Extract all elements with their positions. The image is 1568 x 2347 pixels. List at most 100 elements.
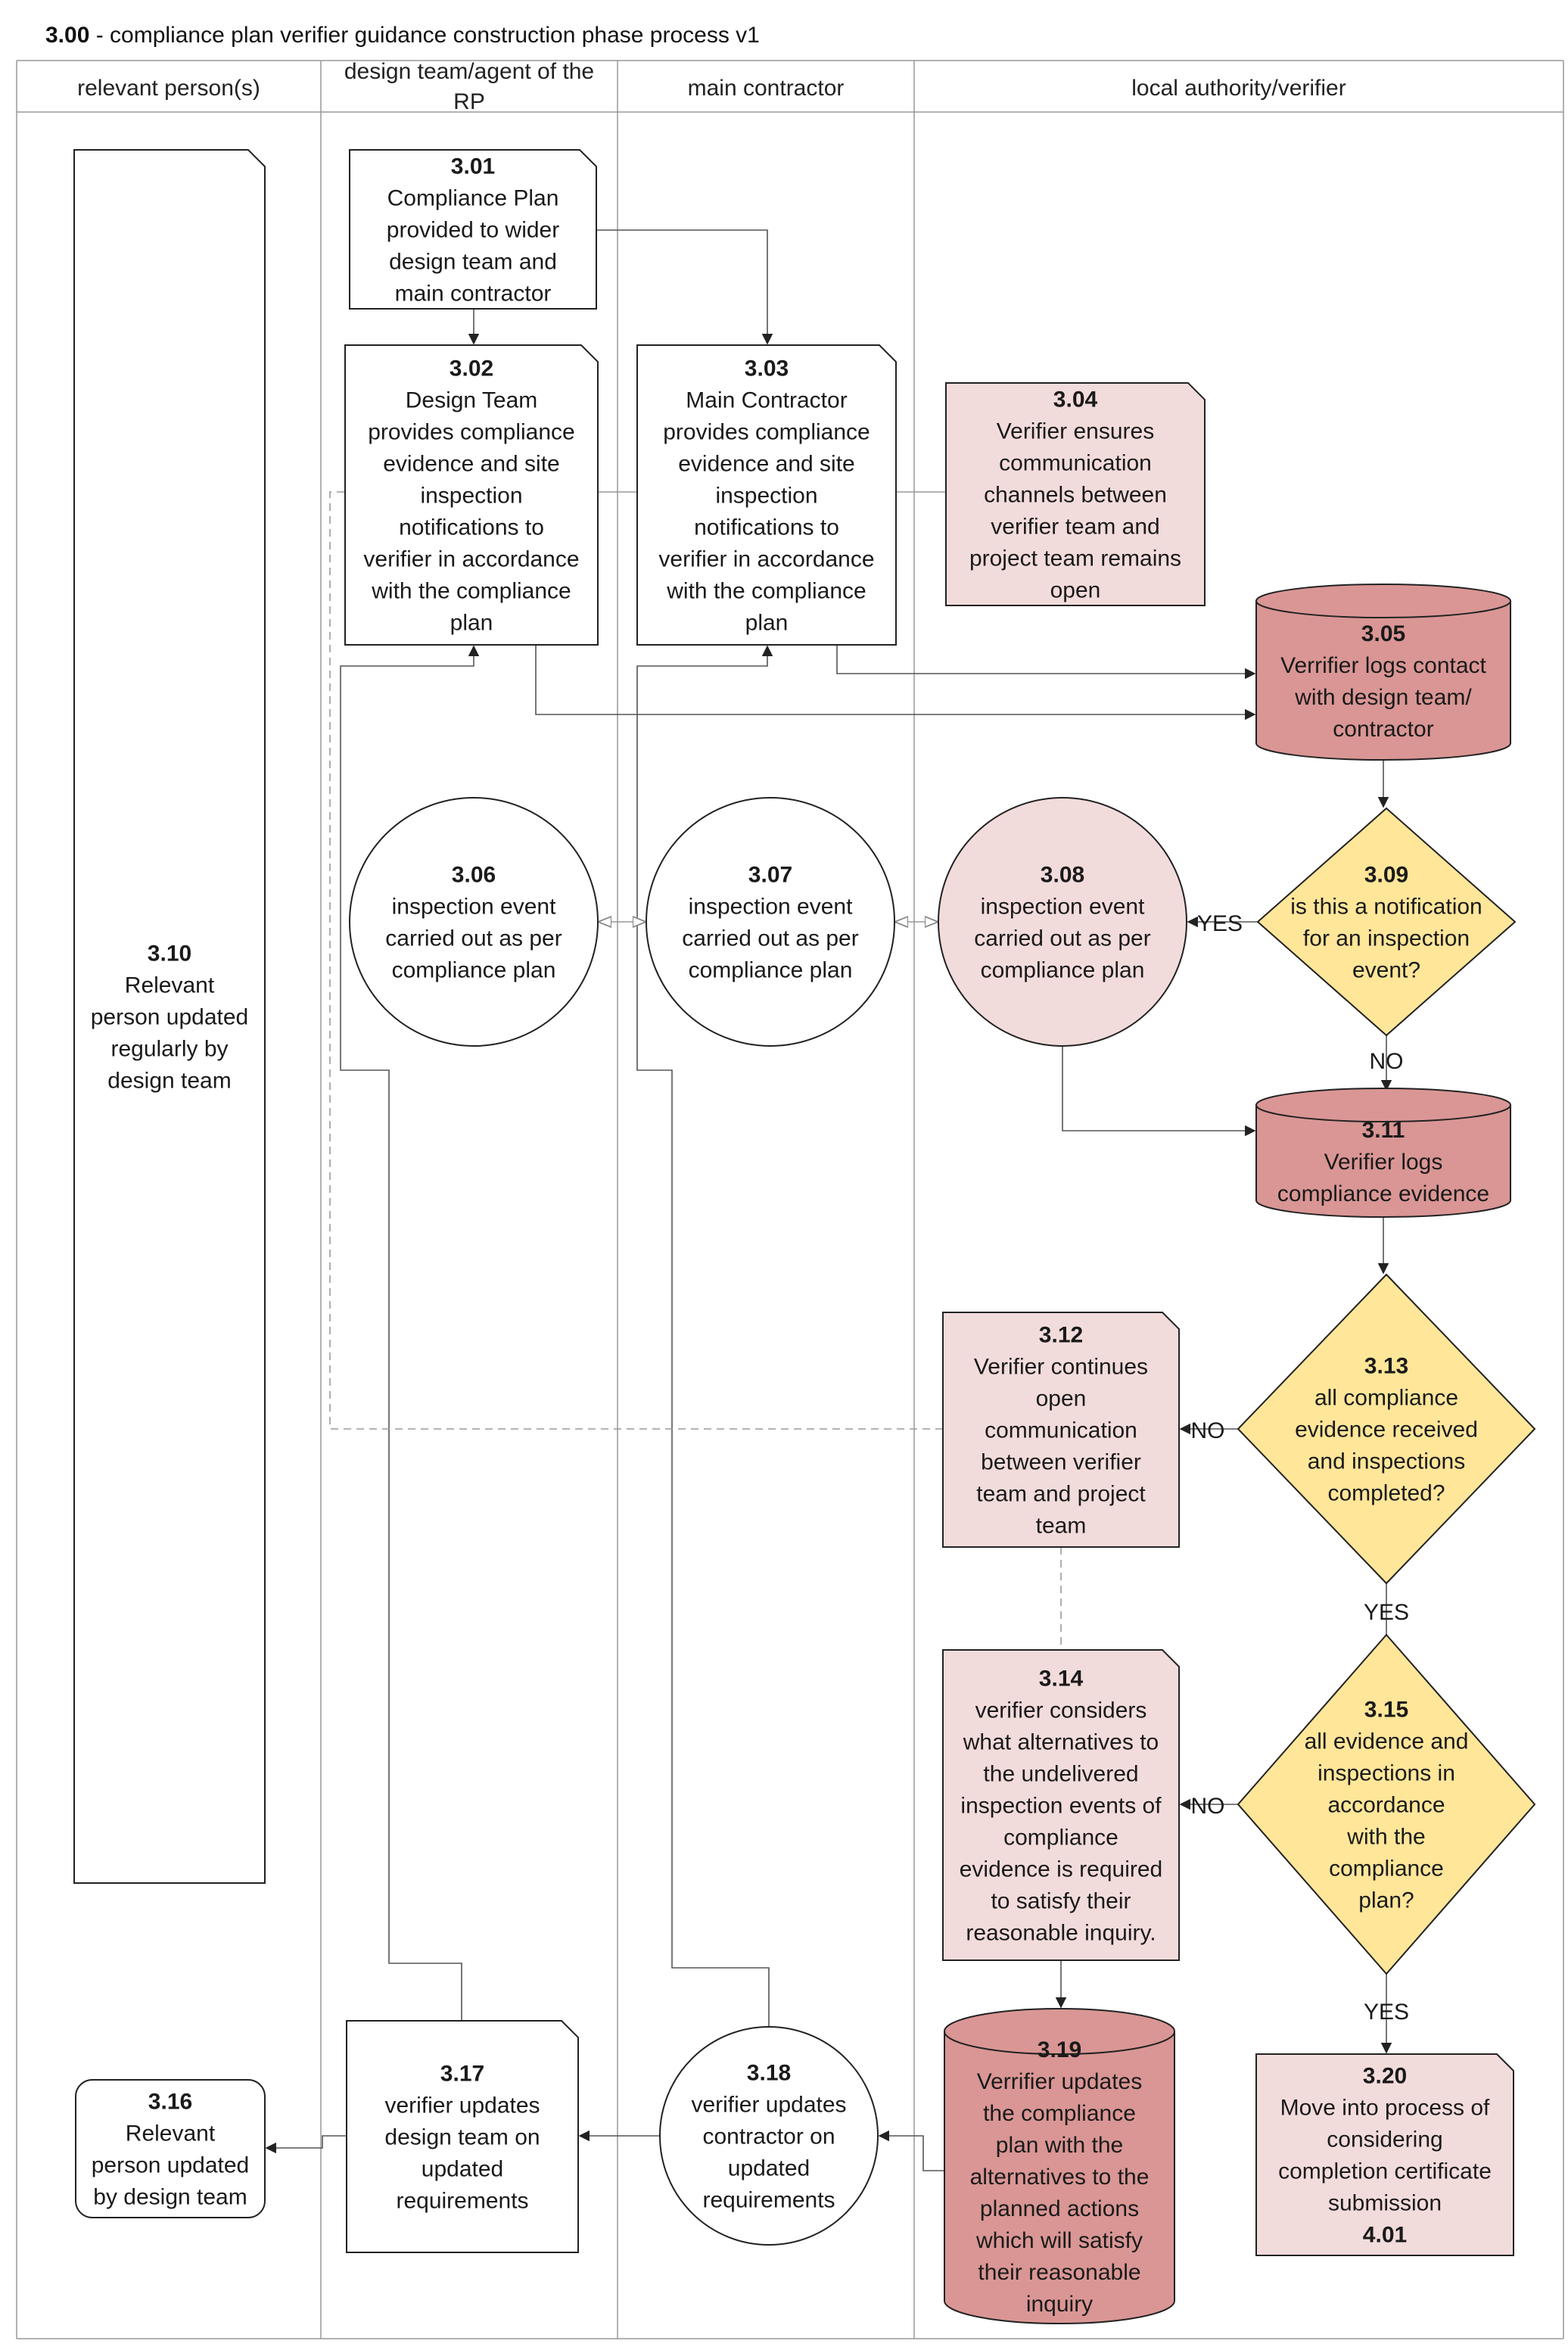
connector-318-303 bbox=[636, 645, 773, 2027]
node-3-11-number: 3.11 bbox=[1362, 1118, 1405, 1143]
label-no-313: NO bbox=[1191, 1418, 1225, 1443]
node-3-20-footer: 4.01 bbox=[1363, 2223, 1407, 2248]
node-3-19-number: 3.19 bbox=[1038, 2037, 1081, 2062]
node-3-08-shape bbox=[938, 797, 1187, 1047]
connector-301-303 bbox=[596, 229, 773, 345]
node-3-10-number: 3.10 bbox=[148, 942, 191, 967]
node-3-08-number: 3.08 bbox=[1041, 863, 1084, 888]
node-3-01-shape bbox=[349, 149, 597, 310]
node-3-04-shape bbox=[945, 382, 1206, 606]
connector-317-316 bbox=[265, 2135, 347, 2154]
node-3-06-number: 3.06 bbox=[452, 863, 496, 888]
node-3-19-shape bbox=[944, 2008, 1175, 2324]
node-3-16-number: 3.16 bbox=[148, 2090, 192, 2115]
node-3-14-shape bbox=[942, 1649, 1180, 1961]
node-3-02-shape bbox=[344, 344, 599, 646]
node-3-09-shape bbox=[1256, 807, 1517, 1037]
node-3-03-number: 3.03 bbox=[745, 356, 789, 381]
connector-317-302 bbox=[340, 645, 480, 2021]
label-no-315: NO bbox=[1191, 1794, 1225, 1819]
node-3-18-number: 3.18 bbox=[747, 2061, 791, 2086]
node-3-18-shape bbox=[659, 2026, 879, 2246]
node-3-11-shape bbox=[1255, 1088, 1511, 1218]
connector-308-311 bbox=[1062, 1046, 1256, 1137]
node-3-12-number: 3.12 bbox=[1039, 1323, 1083, 1348]
node-3-19-rim bbox=[944, 2031, 1175, 2055]
node-3-12-shape bbox=[942, 1312, 1180, 1548]
swimlane-grid bbox=[16, 60, 1564, 2339]
node-3-15-shape bbox=[1237, 1633, 1536, 1975]
node-3-11-rim bbox=[1255, 1104, 1511, 1122]
node-3-20-shape bbox=[1255, 2053, 1514, 2256]
node-3-07-shape bbox=[646, 797, 895, 1047]
label-yes-313: YES bbox=[1364, 1600, 1409, 1625]
node-3-13-number: 3.13 bbox=[1364, 1354, 1408, 1379]
label-yes-309: YES bbox=[1197, 911, 1243, 936]
node-3-14-number: 3.14 bbox=[1039, 1667, 1084, 1692]
connector-303-305 bbox=[836, 645, 1256, 680]
lane-header-la: local authority/verifier bbox=[1131, 76, 1346, 101]
node-3-04-number: 3.04 bbox=[1053, 388, 1098, 412]
label-yes-315: YES bbox=[1364, 2000, 1409, 2025]
node-3-16-shape bbox=[75, 2079, 266, 2218]
node-3-02-number: 3.02 bbox=[450, 356, 493, 381]
connectors bbox=[265, 229, 1392, 2171]
lane-header-rp: relevant person(s) bbox=[77, 76, 260, 101]
node-3-01-number: 3.01 bbox=[451, 154, 495, 179]
node-3-06-shape bbox=[349, 797, 599, 1047]
lane-header-mc: main contractor bbox=[688, 76, 845, 101]
node-3-15-number: 3.15 bbox=[1364, 1698, 1408, 1723]
node-3-07-number: 3.07 bbox=[748, 863, 792, 888]
label-no-309: NO bbox=[1370, 1049, 1404, 1074]
decision-labels: YES NO NO YES NO YES bbox=[1191, 911, 1410, 2025]
connector-319-318 bbox=[878, 2130, 944, 2171]
node-3-17-shape bbox=[346, 2020, 579, 2253]
connector-312-302-dashed bbox=[329, 491, 943, 1430]
node-3-05-rim bbox=[1255, 600, 1511, 618]
connector-302-305 bbox=[535, 645, 1256, 721]
node-3-17-number: 3.17 bbox=[440, 2062, 484, 2087]
node-3-13-shape bbox=[1237, 1273, 1536, 1585]
diagram-title: 3.00 - compliance plan verifier guidance… bbox=[45, 23, 760, 48]
node-3-10-shape bbox=[73, 149, 266, 1884]
